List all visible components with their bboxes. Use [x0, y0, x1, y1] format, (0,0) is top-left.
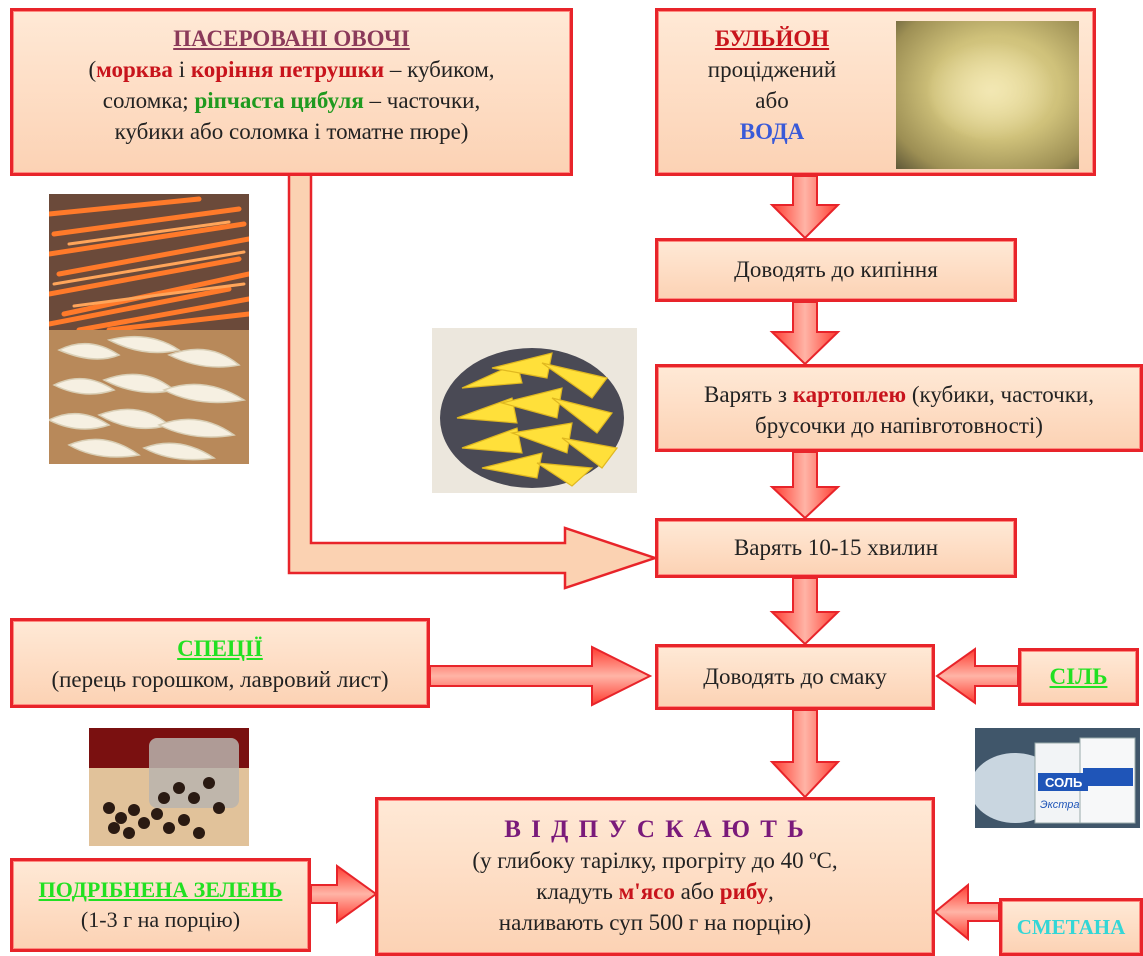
onion-word: ріпчаста цибуля [194, 88, 364, 113]
potato-step-line1: Варять з картоплею (кубики, часточки, [704, 382, 1094, 407]
potato-word: картоплею [792, 382, 907, 407]
onion-slices-drawing [49, 330, 249, 464]
carrot-strips-photo [49, 194, 249, 330]
greens-line1: (1-3 г на порцію) [80, 907, 241, 932]
peppercorns-photo [89, 728, 249, 846]
sauteed-vegetables-line2: соломка; ріпчаста цибуля – часточки, [102, 88, 481, 113]
salt-pack-drawing: СОЛЬ Экстра [975, 728, 1140, 828]
parsley-word: коріння петрушки [190, 57, 385, 82]
spices-line1: (перець горошком, лавровий лист) [51, 667, 389, 692]
taste-step-box: Доводять до смаку [655, 644, 935, 710]
serve-line1: (у глибоку тарілку, прогріту до 40 ºС, [472, 848, 838, 873]
salt-pack-photo: СОЛЬ Экстра [975, 728, 1140, 828]
serve-title: В І Д П У С К А Ю Т Ь [504, 816, 806, 843]
potato-step-box: Варять з картоплею (кубики, часточки, бр… [655, 364, 1143, 452]
broth-box: БУЛЬЙОН проціджений або ВОДА [655, 8, 1096, 176]
salt-title: СІЛЬ [1049, 664, 1108, 689]
meat-word: м'ясо [618, 879, 675, 904]
arrow-potato-to-cook [769, 451, 841, 520]
cook-step-box: Варять 10-15 хвилин [655, 518, 1017, 578]
sour-cream-title: СМЕТАНА [1016, 915, 1126, 939]
arrow-boil-to-potato [769, 301, 841, 366]
arrow-cook-to-taste [769, 577, 841, 646]
arrow-spices-to-taste [429, 645, 653, 707]
water-word: ВОДА [739, 119, 805, 144]
fish-word: рибу [719, 879, 768, 904]
arrow-veg-to-cook [287, 172, 659, 590]
arrow-broth-to-boil [769, 175, 841, 240]
serve-box: В І Д П У С К А Ю Т Ь (у глибоку тарілку… [375, 797, 935, 956]
potato-wedges-photo [432, 328, 637, 493]
sour-cream-box: СМЕТАНА [999, 898, 1143, 956]
salt-box: СІЛЬ [1018, 648, 1139, 706]
broth-line2: або [755, 88, 789, 113]
arrow-salt-to-taste [935, 647, 1019, 705]
greens-box: ПОДРІБНЕНА ЗЕЛЕНЬ (1-3 г на порцію) [10, 858, 311, 952]
taste-step-text: Доводять до смаку [703, 664, 887, 689]
broth-line1: проціджений [707, 57, 837, 82]
spices-title: СПЕЦІЇ [177, 636, 263, 661]
carrot-strips-drawing [49, 194, 249, 330]
peppercorns-drawing [89, 728, 249, 846]
potato-step-line2: брусочки до напівготовності) [755, 413, 1043, 438]
carrot-word: морква [96, 57, 173, 82]
arrow-greens-to-serve [310, 864, 378, 924]
boil-step-box: Доводять до кипіння [655, 238, 1017, 302]
boil-step-text: Доводять до кипіння [734, 257, 938, 282]
sauteed-vegetables-line3: кубики або соломка і томатне пюре) [114, 119, 469, 144]
broth-photo [896, 21, 1079, 169]
arrow-sour-cream-to-serve [933, 882, 1000, 942]
serve-line3: наливають суп 500 г на порцію) [498, 910, 812, 935]
broth-text: БУЛЬЙОН проціджений або ВОДА [666, 23, 878, 147]
broth-title: БУЛЬЙОН [714, 26, 830, 51]
cook-step-text: Варять 10-15 хвилин [733, 535, 939, 560]
sauteed-vegetables-line1: (морква і коріння петрушки – кубиком, [88, 57, 495, 82]
arrow-taste-to-serve [769, 709, 841, 799]
sauteed-vegetables-title: ПАСЕРОВАНІ ОВОЧІ [173, 26, 410, 51]
potato-wedges-drawing [432, 328, 637, 493]
salt-pack-brand: СОЛЬ [1045, 775, 1082, 790]
sauteed-vegetables-box: ПАСЕРОВАНІ ОВОЧІ (морква і коріння петру… [10, 8, 573, 176]
onion-slices-photo [49, 330, 249, 464]
spices-box: СПЕЦІЇ (перець горошком, лавровий лист) [10, 618, 430, 708]
greens-title: ПОДРІБНЕНА ЗЕЛЕНЬ [38, 877, 283, 902]
serve-line2: кладуть м'ясо або рибу, [536, 879, 774, 904]
salt-pack-grade: Экстра [1040, 799, 1079, 811]
